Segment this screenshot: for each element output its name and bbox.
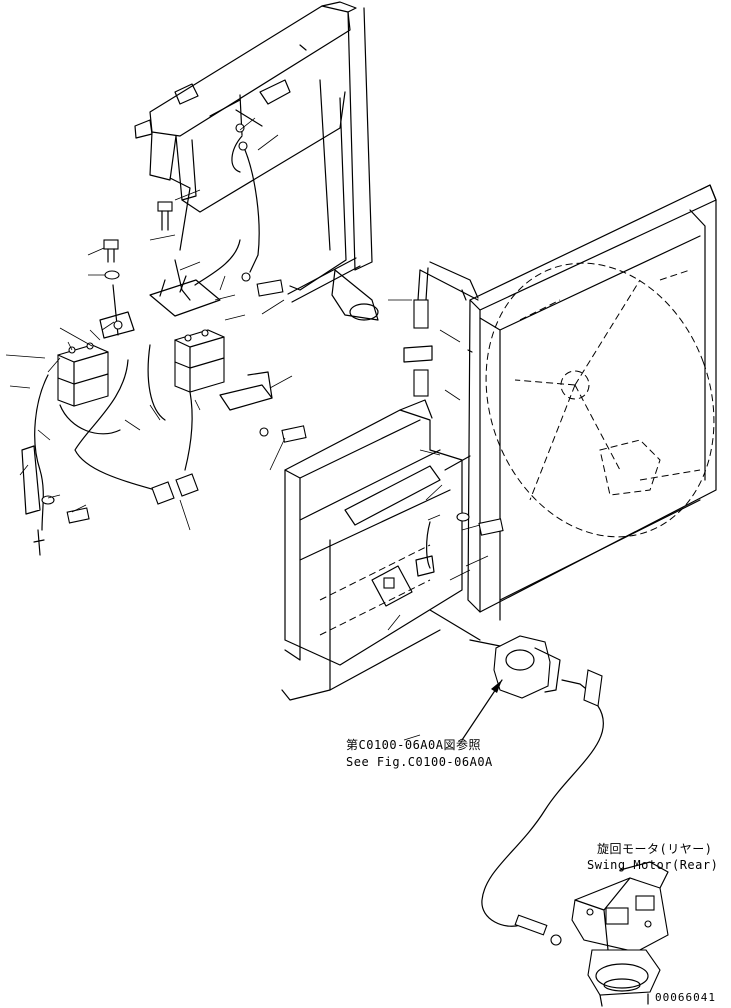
- leader-lines: [5, 117, 489, 741]
- pump-and-hose: [429, 609, 604, 946]
- upper-harness: [174, 94, 260, 301]
- main-radiator-assembly: [403, 184, 717, 621]
- swing-motor-label-en: Swing Motor(Rear): [587, 858, 719, 872]
- swing-motor-label-ja: 旋回モータ(リヤー): [597, 842, 713, 856]
- mounting-brackets: [99, 275, 273, 411]
- left-harness: [21, 344, 199, 556]
- upper-radiator-frame: [134, 1, 379, 321]
- relay-boxes: [57, 329, 225, 407]
- hydraulic-tank-block: [281, 399, 504, 701]
- figure-reference-ja: 第C0100-06A0A図参照: [346, 738, 481, 752]
- bolts-upper-left: [103, 201, 307, 443]
- swing-motor-rear: [571, 861, 669, 1007]
- figure-reference-en: See Fig.C0100-06A0A: [346, 755, 493, 769]
- drawing-number: 00066041: [655, 991, 716, 1004]
